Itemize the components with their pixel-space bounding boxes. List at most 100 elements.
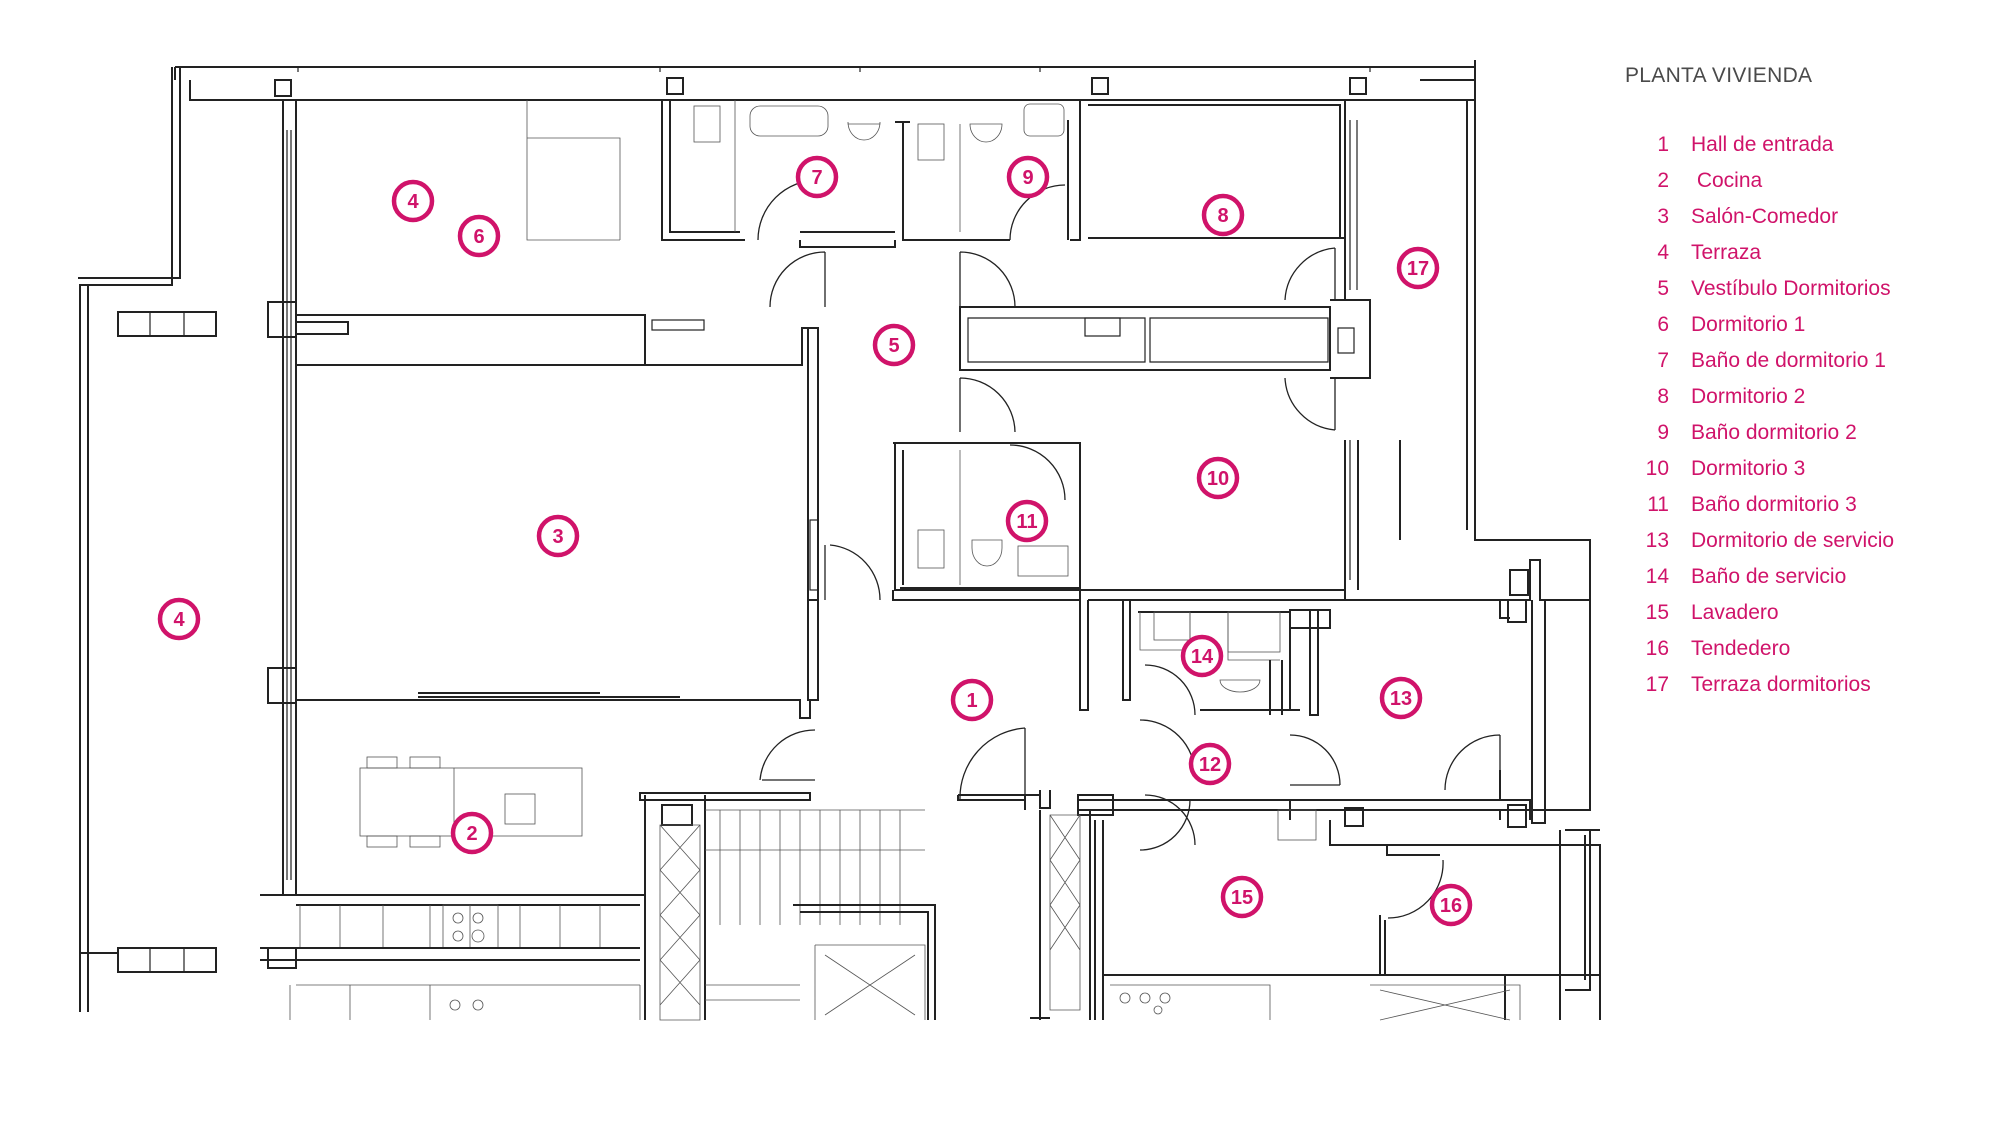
legend-number: 6	[1657, 313, 1669, 336]
room-marker: 10	[1196, 456, 1240, 500]
room-marker-circle	[1006, 155, 1050, 199]
room-marker-label: 10	[1207, 468, 1229, 490]
legend-number: 9	[1657, 421, 1669, 444]
legend-room-name: Baño de dormitorio 1	[1691, 349, 1886, 372]
legend-number: 2	[1657, 169, 1669, 192]
legend-room-name: Tendedero	[1691, 637, 1791, 660]
room-marker: 12	[1188, 742, 1232, 786]
room-marker: 4	[391, 179, 435, 223]
room-marker: 3	[536, 514, 580, 558]
room-marker-circle	[1180, 634, 1224, 678]
room-marker-circle	[1220, 875, 1264, 919]
legend-item: 7 Baño de dormitorio 1	[1625, 349, 1894, 385]
legend-number: 8	[1657, 385, 1669, 408]
legend-item: 17 Terraza dormitorios	[1625, 673, 1894, 709]
room-marker-label: 17	[1407, 258, 1429, 280]
legend-item: 2 Cocina	[1625, 169, 1894, 205]
legend-room-name: Terraza dormitorios	[1691, 673, 1871, 696]
room-marker: 17	[1396, 246, 1440, 290]
legend-number: 14	[1645, 565, 1669, 588]
room-marker-circle	[950, 678, 994, 722]
walls	[78, 60, 1601, 1021]
room-marker: 16	[1429, 883, 1473, 927]
room-marker-circle	[536, 514, 580, 558]
room-marker-label: 9	[1022, 167, 1033, 189]
legend-room-name: Vestíbulo Dormitorios	[1691, 277, 1891, 300]
legend-room-name: Hall de entrada	[1691, 133, 1834, 156]
room-marker-circle	[872, 323, 916, 367]
room-marker: 8	[1201, 193, 1245, 237]
room-marker-circle	[1396, 246, 1440, 290]
room-marker-label: 13	[1390, 688, 1412, 710]
legend-number: 7	[1657, 349, 1669, 372]
legend-room-name: Dormitorio 2	[1691, 385, 1806, 408]
legend-item: 5 Vestíbulo Dormitorios	[1625, 277, 1894, 313]
room-marker-label: 11	[1016, 511, 1037, 533]
legend-room-name: Baño dormitorio 2	[1691, 421, 1857, 444]
room-marker-circle	[1188, 742, 1232, 786]
room-marker: 6	[457, 214, 501, 258]
legend-number: 4	[1657, 241, 1669, 264]
room-marker-circle	[1005, 499, 1049, 543]
room-marker-circle	[795, 155, 839, 199]
legend-item: 14 Baño de servicio	[1625, 565, 1894, 601]
legend-item: 8 Dormitorio 2	[1625, 385, 1894, 421]
room-marker: 15	[1220, 875, 1264, 919]
legend-number: 10	[1645, 457, 1669, 480]
room-marker-label: 16	[1440, 895, 1462, 917]
room-marker-label: 1	[966, 690, 977, 712]
room-marker: 7	[795, 155, 839, 199]
room-marker-label: 4	[173, 609, 185, 631]
legend-item: 9 Baño dormitorio 2	[1625, 421, 1894, 457]
legend-room-name: Dormitorio 3	[1691, 457, 1806, 480]
legend-item: 10 Dormitorio 3	[1625, 457, 1894, 493]
room-marker-label: 7	[811, 167, 822, 189]
legend-item: 4 Terraza	[1625, 241, 1894, 277]
room-marker-label: 12	[1199, 754, 1221, 776]
doors	[757, 179, 1501, 919]
room-marker-circle	[457, 214, 501, 258]
room-marker-circle	[157, 597, 201, 641]
plan-title: PLANTA VIVIENDA	[1625, 64, 1813, 87]
legend-room-name: Lavadero	[1691, 601, 1779, 624]
legend-number: 3	[1657, 205, 1669, 228]
room-marker: 14	[1180, 634, 1224, 678]
legend-item: 1 Hall de entrada	[1625, 133, 1894, 169]
room-marker-circle	[1201, 193, 1245, 237]
legend-item: 13 Dormitorio de servicio	[1625, 529, 1894, 565]
room-marker-label: 2	[466, 823, 477, 845]
room-marker-circle	[1196, 456, 1240, 500]
room-marker: 11	[1005, 499, 1049, 543]
room-marker-label: 8	[1217, 205, 1228, 227]
legend-room-name: Dormitorio 1	[1691, 313, 1806, 336]
legend-number: 13	[1645, 529, 1669, 552]
room-marker-circle	[391, 179, 435, 223]
legend-item: 16 Tendedero	[1625, 637, 1894, 673]
legend-number: 1	[1657, 133, 1669, 156]
room-marker-label: 15	[1231, 887, 1253, 909]
room-marker-label: 6	[473, 226, 484, 248]
legend-number: 15	[1645, 601, 1669, 624]
legend-room-name: Baño de servicio	[1691, 565, 1847, 588]
room-marker: 9	[1006, 155, 1050, 199]
room-marker: 2	[450, 811, 494, 855]
legend-item: 6 Dormitorio 1	[1625, 313, 1894, 349]
legend-room-name: Dormitorio de servicio	[1691, 529, 1895, 552]
legend-item: 15 Lavadero	[1625, 601, 1894, 637]
room-marker: 13	[1379, 676, 1423, 720]
legend-number: 16	[1645, 637, 1669, 660]
legend-number: 5	[1657, 277, 1669, 300]
legend-room-name: Terraza	[1691, 241, 1762, 264]
legend-number: 11	[1647, 493, 1669, 516]
room-marker-label: 14	[1191, 646, 1214, 668]
legend-room-name: Cocina	[1691, 169, 1763, 192]
room-marker-label: 4	[407, 191, 419, 213]
room-marker: 4	[157, 597, 201, 641]
legend-number: 17	[1645, 673, 1669, 696]
room-marker: 5	[872, 323, 916, 367]
room-marker-circle	[450, 811, 494, 855]
